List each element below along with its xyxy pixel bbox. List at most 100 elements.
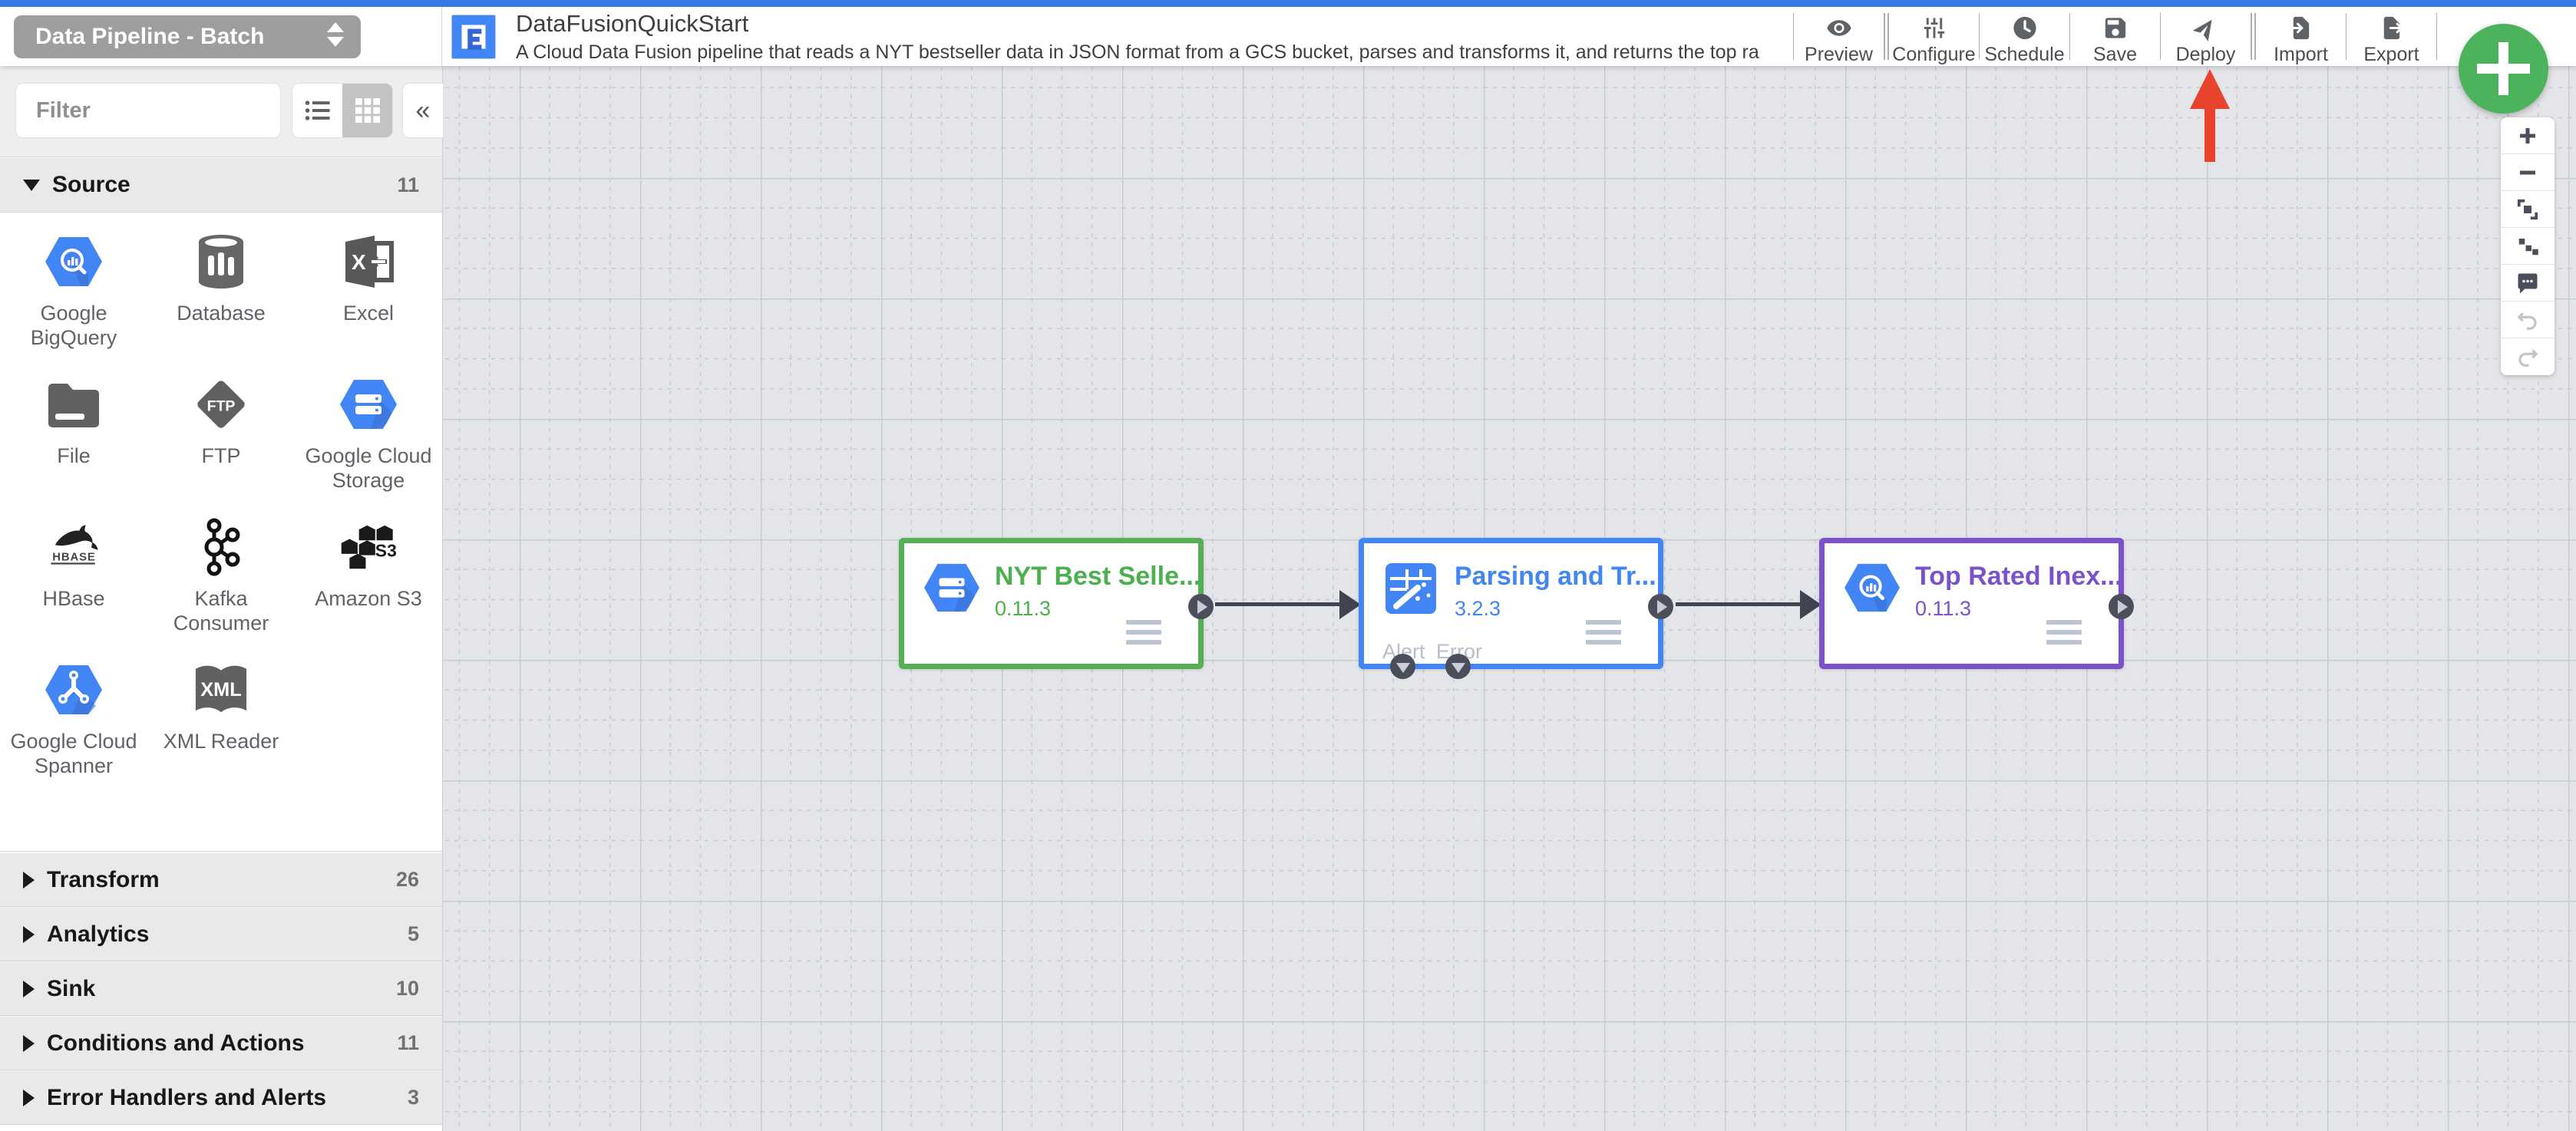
file-import-icon — [2289, 16, 2309, 40]
pipeline-type-value: Data Pipeline - Batch — [35, 24, 265, 49]
section-source[interactable]: Source 11 — [0, 158, 442, 213]
pipeline-title: DataFusionQuickStart — [516, 10, 749, 37]
add-plugin-fab[interactable] — [2459, 24, 2548, 114]
section-analytics[interactable]: Analytics 5 — [0, 907, 442, 961]
output-port[interactable] — [1648, 594, 1673, 619]
plugin-label: Kafka Consumer — [173, 587, 269, 635]
data-fusion-logo — [451, 15, 496, 59]
list-view-button[interactable] — [292, 84, 342, 137]
node-menu-icon[interactable] — [2046, 620, 2082, 650]
pipeline-type-zone: Data Pipeline - Batch — [0, 7, 442, 66]
alert-port[interactable] — [1390, 654, 1415, 679]
zoom-in-button[interactable] — [2501, 117, 2555, 154]
plugin-google-cloud-spanner[interactable]: Google Cloud Spanner — [0, 661, 147, 804]
hbase-orca-icon: HBASE — [45, 519, 102, 575]
connection-arrowhead — [1800, 590, 1821, 619]
section-sink[interactable]: Sink 10 — [0, 961, 442, 1016]
svg-text:S3: S3 — [375, 540, 397, 560]
node-parsing-and-transform[interactable]: Parsing and Tr... 3.2.3 Alert Error — [1359, 538, 1673, 679]
gcs-hexagon-icon — [924, 562, 979, 617]
node-top-rated-sink[interactable]: Top Rated Inex... 0.11.3 — [1819, 538, 2134, 669]
node-nyt-best-sellers-source[interactable]: NYT Best Selle... 0.11.3 — [899, 538, 1214, 669]
plugin-kafka-consumer[interactable]: Kafka Consumer — [147, 518, 295, 661]
section-conditions-and-actions[interactable]: Conditions and Actions 11 — [0, 1016, 442, 1070]
import-button[interactable]: Import — [2256, 7, 2346, 66]
filter-input[interactable] — [15, 83, 281, 138]
clock-icon — [2013, 16, 2036, 40]
minus-icon — [2520, 170, 2535, 174]
plugin-ftp[interactable]: FTP FTP — [147, 376, 295, 519]
filter-row: « — [0, 66, 444, 157]
svg-text:HBASE: HBASE — [52, 552, 95, 564]
output-port[interactable] — [1188, 594, 1214, 619]
header: Data Pipeline - Batch DataFusionQuickSta… — [0, 7, 2576, 66]
comment-button[interactable] — [2501, 265, 2555, 302]
preview-label: Preview — [1805, 44, 1873, 65]
section-label: Conditions and Actions — [47, 1030, 305, 1056]
svg-text:XML: XML — [200, 679, 241, 701]
chevron-right-icon — [23, 871, 35, 889]
file-export-icon — [2383, 16, 2403, 40]
grid-view-button[interactable] — [342, 84, 392, 137]
view-toggle — [292, 83, 393, 138]
plugin-label: Google Cloud Spanner — [10, 730, 137, 777]
collapse-sidebar-button[interactable]: « — [402, 83, 444, 138]
output-port[interactable] — [2109, 594, 2134, 619]
export-button[interactable]: Export — [2346, 7, 2436, 66]
plugin-label: Database — [177, 302, 266, 325]
source-plugin-grid: Google BigQuery Database X — [0, 213, 442, 852]
save-button[interactable]: Save — [2070, 7, 2160, 66]
plugin-label: Google Cloud Storage — [305, 444, 432, 492]
node-menu-icon[interactable] — [1126, 620, 1161, 650]
undo-button[interactable] — [2501, 302, 2555, 338]
section-count: 3 — [407, 1086, 419, 1109]
kafka-icon — [193, 518, 249, 576]
error-port[interactable] — [1445, 654, 1471, 679]
fit-to-screen-button[interactable] — [2501, 191, 2555, 228]
plugin-amazon-s3[interactable]: S3 Amazon S3 — [295, 519, 442, 661]
deploy-button[interactable]: Deploy — [2161, 7, 2251, 66]
plugin-sidebar: « Source 11 Google BigQuery — [0, 66, 444, 1131]
auto-align-button[interactable] — [2501, 228, 2555, 265]
deploy-annotation-arrow — [2190, 69, 2230, 162]
database-cylinder-icon — [193, 233, 249, 290]
plugin-xml-reader[interactable]: XML XML Reader — [147, 661, 295, 804]
section-label: Analytics — [47, 921, 150, 947]
plugin-google-cloud-storage[interactable]: Google Cloud Storage — [295, 376, 442, 519]
plugin-google-bigquery[interactable]: Google BigQuery — [0, 233, 147, 376]
configure-label: Configure — [1892, 44, 1976, 65]
pipeline-toolbar: Preview Configure Schedule Save Deploy I… — [1793, 7, 2437, 66]
pipeline-description: A Cloud Data Fusion pipeline that reads … — [516, 41, 1759, 63]
redo-button[interactable] — [2501, 338, 2555, 375]
bigquery-hexagon-icon — [45, 233, 102, 290]
preview-button[interactable]: Preview — [1794, 7, 1884, 66]
plugin-file[interactable]: File — [0, 376, 147, 519]
section-transform[interactable]: Transform 26 — [0, 852, 442, 907]
section-label: Transform — [47, 866, 160, 892]
node-menu-icon[interactable] — [1586, 620, 1621, 650]
chevron-right-icon — [23, 1089, 35, 1106]
plugin-label: FTP — [201, 444, 241, 467]
sliders-icon — [1924, 18, 1944, 38]
configure-button[interactable]: Configure — [1889, 7, 1979, 66]
node-version: 0.11.3 — [1915, 597, 1972, 620]
deploy-label: Deploy — [2175, 44, 2236, 65]
section-error-handlers-and-alerts[interactable]: Error Handlers and Alerts 3 — [0, 1070, 442, 1125]
plugin-database[interactable]: Database — [147, 233, 295, 376]
section-label: Error Handlers and Alerts — [47, 1084, 326, 1110]
list-icon — [305, 101, 330, 120]
schedule-button[interactable]: Schedule — [1980, 7, 2069, 66]
redo-icon — [2518, 349, 2538, 367]
connection-node1-node2 — [1215, 602, 1344, 606]
plugin-label: Amazon S3 — [315, 587, 422, 610]
pipeline-canvas[interactable]: NYT Best Selle... 0.11.3 Parsing and Tr.… — [443, 66, 2576, 1131]
node-title: Parsing and Tr... — [1455, 562, 1656, 591]
pipeline-type-dropdown[interactable]: Data Pipeline - Batch — [14, 15, 361, 58]
fit-to-screen-icon — [2517, 199, 2538, 219]
plugin-hbase[interactable]: HBASE HBase — [0, 519, 147, 661]
plugin-label: File — [57, 444, 91, 467]
zoom-out-button[interactable] — [2501, 154, 2555, 191]
section-count: 11 — [397, 1031, 419, 1054]
paper-plane-icon — [2192, 19, 2212, 41]
plugin-excel[interactable]: X Excel — [295, 233, 442, 376]
